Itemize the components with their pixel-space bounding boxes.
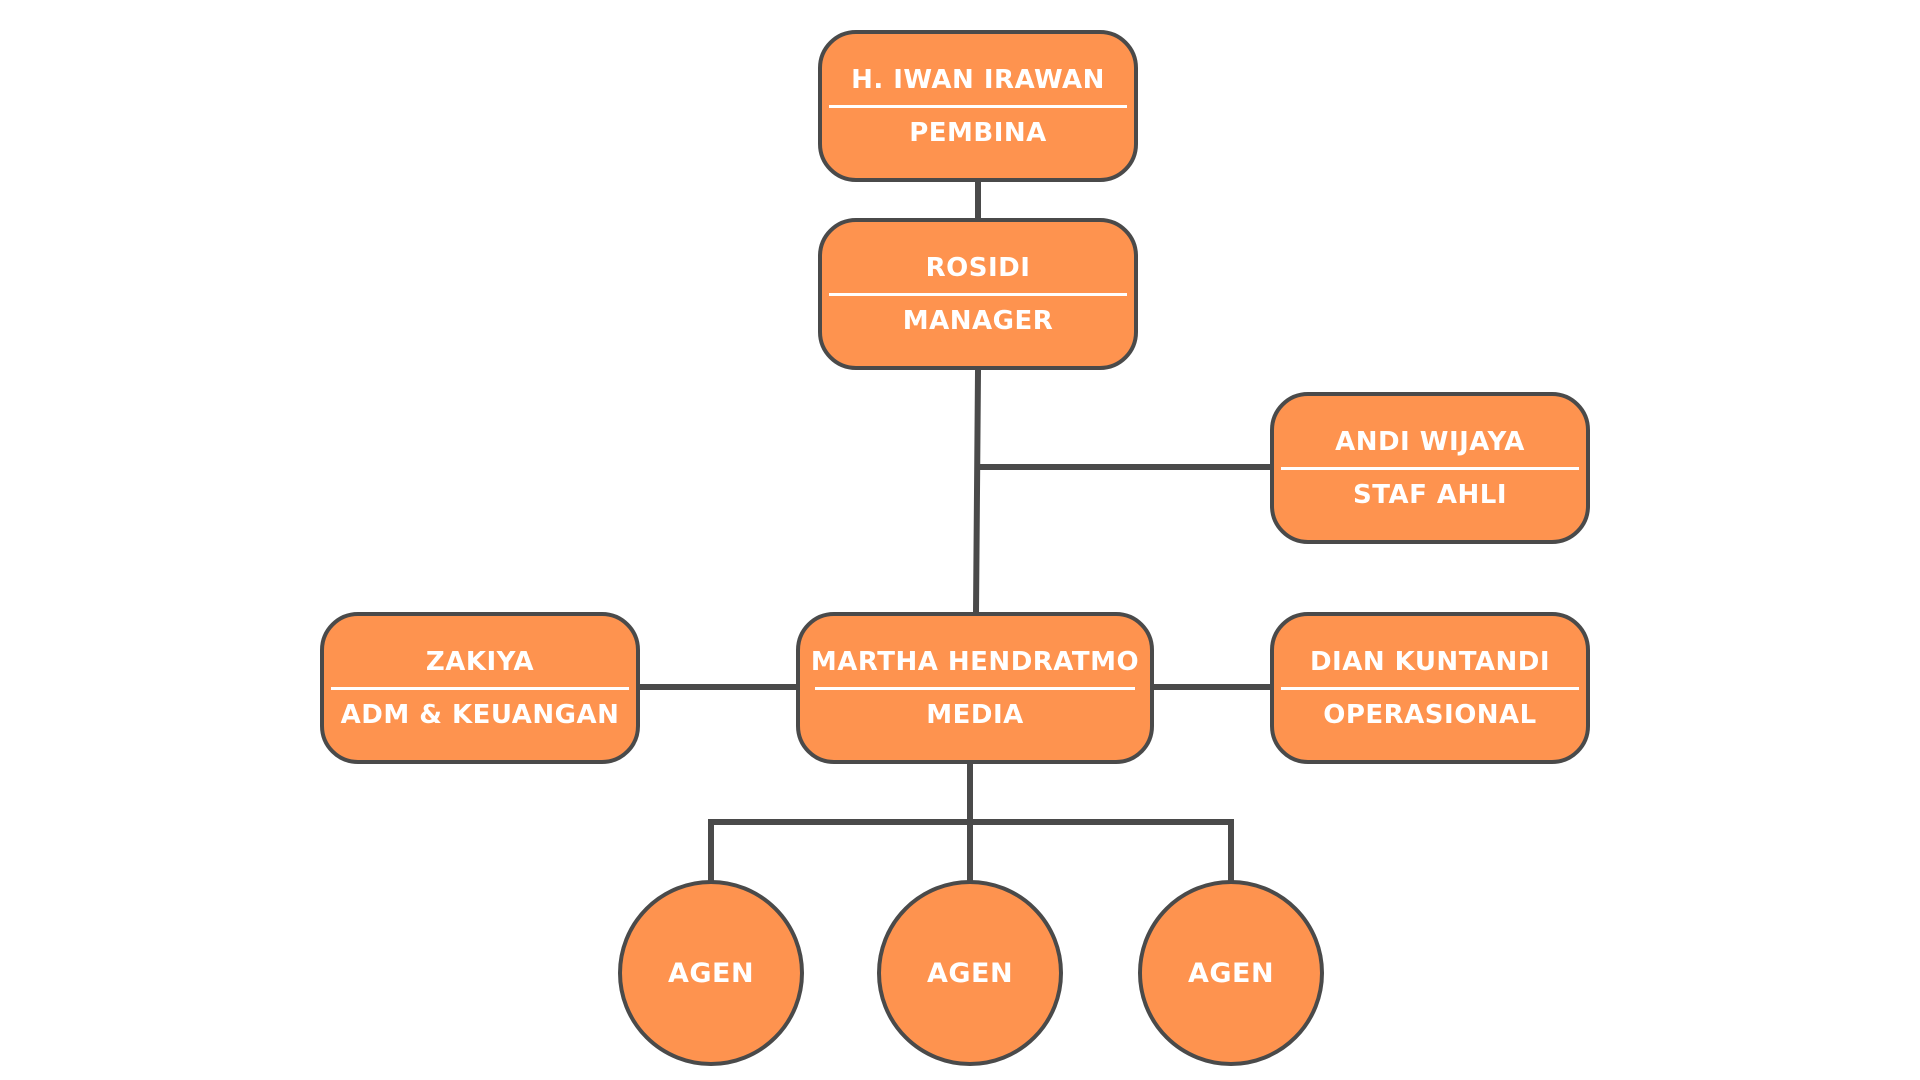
node-divider: [829, 292, 1127, 296]
node-media: MARTHA HENDRATMO MEDIA: [796, 612, 1154, 764]
node-agen: AGEN: [1138, 880, 1324, 1066]
node-agen: AGEN: [877, 880, 1063, 1066]
node-role: MEDIA: [926, 699, 1024, 730]
node-name: ROSIDI: [925, 252, 1031, 283]
node-role: OPERASIONAL: [1323, 699, 1537, 730]
node-adm-keuangan: ZAKIYA ADM & KEUANGAN: [320, 612, 640, 764]
node-role: ADM & KEUANGAN: [340, 699, 620, 730]
node-agen: AGEN: [618, 880, 804, 1066]
node-role: PEMBINA: [909, 117, 1047, 148]
node-name: ZAKIYA: [425, 646, 535, 677]
node-divider: [1281, 686, 1579, 690]
node-name: MARTHA HENDRATMO: [810, 646, 1140, 677]
node-name: ANDI WIJAYA: [1335, 426, 1525, 457]
node-role: MANAGER: [902, 305, 1054, 336]
node-role: STAF AHLI: [1353, 479, 1507, 510]
node-pembina: H. IWAN IRAWAN PEMBINA: [818, 30, 1138, 182]
node-name: H. IWAN IRAWAN: [851, 64, 1105, 95]
node-divider: [815, 686, 1135, 690]
node-divider: [829, 104, 1127, 108]
node-manager: ROSIDI MANAGER: [818, 218, 1138, 370]
line-manager-media: [972, 368, 982, 616]
node-divider: [1281, 466, 1579, 470]
node-staf-ahli: ANDI WIJAYA STAF AHLI: [1270, 392, 1590, 544]
node-operasional: DIAN KUNTANDI OPERASIONAL: [1270, 612, 1590, 764]
node-divider: [331, 686, 629, 690]
node-name: DIAN KUNTANDI: [1309, 646, 1551, 677]
